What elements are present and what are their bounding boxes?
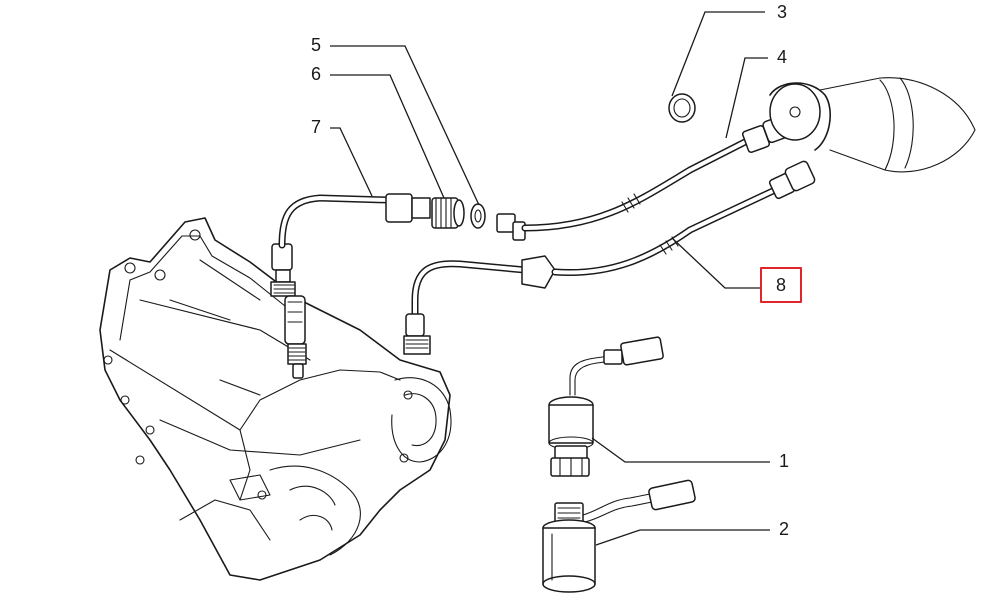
pulse-generator-2 [542, 479, 696, 593]
callout-7: 7 [310, 117, 321, 137]
leader-5 [330, 45, 480, 206]
speedometer-cable-7 [278, 193, 431, 249]
callout-1: 1 [778, 451, 789, 471]
callout-4: 4 [776, 47, 787, 67]
callout-8-highlighted: 8 [760, 267, 802, 303]
callout-3: 3 [776, 2, 787, 22]
callout-2: 2 [778, 519, 789, 539]
instrument-cluster [769, 77, 976, 173]
leader-lines [330, 11, 770, 546]
callout-5: 5 [310, 35, 321, 55]
leader-1 [591, 437, 770, 463]
speedometer-cable-8 [403, 160, 816, 355]
speedometer-cable-4 [496, 114, 792, 241]
leader-3 [671, 11, 765, 97]
leader-7 [330, 127, 373, 197]
drive-gear-assembly-left [270, 243, 307, 379]
leader-4 [725, 57, 768, 139]
plug-3 [668, 93, 696, 123]
speed-sensor-1 [548, 336, 664, 477]
drive-gear-6 [431, 197, 465, 229]
leader-2 [595, 529, 770, 546]
seal-ring-5 [470, 203, 486, 229]
gearbox-housing [99, 217, 452, 581]
leader-8 [671, 237, 760, 289]
callout-6: 6 [310, 64, 321, 84]
leader-6 [330, 74, 445, 199]
